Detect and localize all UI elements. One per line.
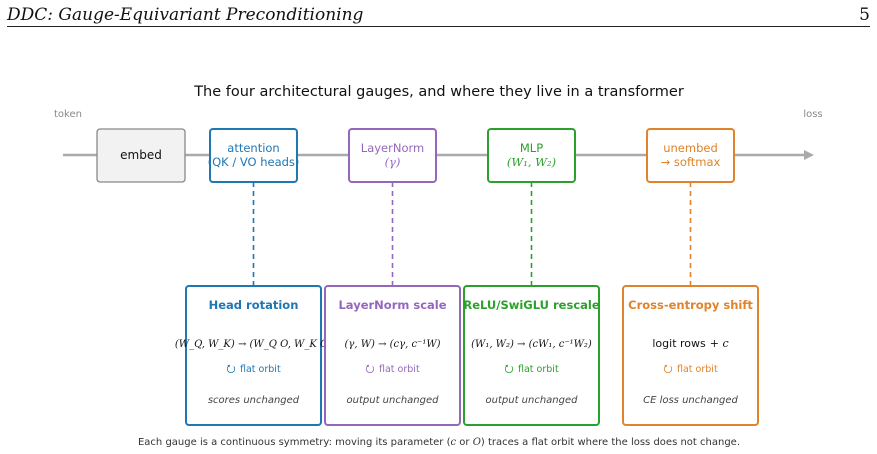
embed-block: embed (96, 128, 186, 183)
gauge-invariant: CE loss unchanged (643, 395, 738, 406)
gauge-transform: (W₁, W₂) → (cW₁, c⁻¹W₂) (471, 339, 592, 350)
gauge-card-relu-rescale: ReLU/SwiGLU rescale (W₁, W₂) → (cW₁, c⁻¹… (463, 285, 600, 426)
caption-O: O (473, 437, 481, 448)
gauge-card-box (185, 285, 322, 426)
gauge-card-cross-entropy-shift: Cross-entropy shift logit rows + c ⭮ flat… (622, 285, 759, 426)
circular-arrow-icon: ⭮ (504, 362, 513, 375)
token-label: token (54, 109, 82, 120)
unembed-label: unembed (663, 141, 718, 155)
gauge-transform: logit rows + c (652, 337, 728, 350)
running-title: DDC: Gauge-Equivariant Preconditioning (7, 5, 364, 25)
gauge-card-box (622, 285, 759, 426)
loss-label: loss (803, 109, 822, 120)
gauge-title: Head rotation (209, 298, 299, 312)
gauge-card-box (463, 285, 600, 426)
layernorm-block: LayerNorm (γ) (348, 128, 437, 183)
page-number: 5 (859, 5, 870, 25)
gauge-card-box (324, 285, 461, 426)
gauge-title: LayerNorm scale (338, 298, 446, 312)
running-header: DDC: Gauge-Equivariant Preconditioning 5 (7, 4, 870, 27)
figure-caption: Each gauge is a continuous symmetry: mov… (138, 437, 740, 448)
embed-box (96, 128, 186, 183)
gauge-title: ReLU/SwiGLU rescale (463, 298, 599, 312)
caption-post: ) traces a flat orbit where the loss doe… (481, 437, 740, 448)
gauge-card-head-rotation: Head rotation (W_Q, W_K) → (W_Q O, W_K O… (175, 285, 332, 426)
gauge-transform-text: logit rows (652, 337, 706, 350)
caption-or: or (456, 437, 473, 448)
gauge-orbit: flat orbit (379, 364, 420, 375)
attention-block: attention (QK / VO heads) (208, 128, 300, 183)
figure-title: The four architectural gauges, and where… (193, 84, 684, 100)
layernorm-label: LayerNorm (361, 141, 424, 155)
attention-sublabel: (QK / VO heads) (208, 155, 300, 169)
gauge-invariant: scores unchanged (208, 395, 300, 406)
gauge-title: Cross-entropy shift (628, 298, 753, 312)
circular-arrow-icon: ⭮ (663, 362, 672, 375)
attention-label: attention (227, 141, 279, 155)
caption-c: c (451, 437, 457, 448)
mlp-sublabel: (W₁, W₂) (507, 155, 556, 169)
gauge-orbit: flat orbit (518, 364, 559, 375)
unembed-sublabel: → softmax (661, 155, 721, 169)
gauge-invariant: output unchanged (486, 395, 579, 406)
gauge-transform: (W_Q, W_K) → (W_Q O, W_K O) (175, 339, 332, 350)
embed-label: embed (120, 148, 162, 162)
mlp-block: MLP (W₁, W₂) (487, 128, 576, 183)
unembed-block: unembed → softmax (646, 128, 735, 183)
circular-arrow-icon: ⭮ (226, 362, 235, 375)
gauge-orbit: flat orbit (240, 364, 281, 375)
gauge-orbit: flat orbit (677, 364, 718, 375)
gauge-card-layernorm-scale: LayerNorm scale (γ, W) → (cγ, c⁻¹W) ⭮ fl… (324, 285, 461, 426)
gauge-transform-math: + c (710, 337, 729, 350)
gauge-invariant: output unchanged (347, 395, 440, 406)
mlp-label: MLP (520, 141, 543, 155)
circular-arrow-icon: ⭮ (365, 362, 374, 375)
caption-pre: Each gauge is a continuous symmetry: mov… (138, 437, 451, 448)
gauge-transform: (γ, W) → (cγ, c⁻¹W) (344, 339, 440, 350)
layernorm-sublabel: (γ) (385, 155, 401, 169)
